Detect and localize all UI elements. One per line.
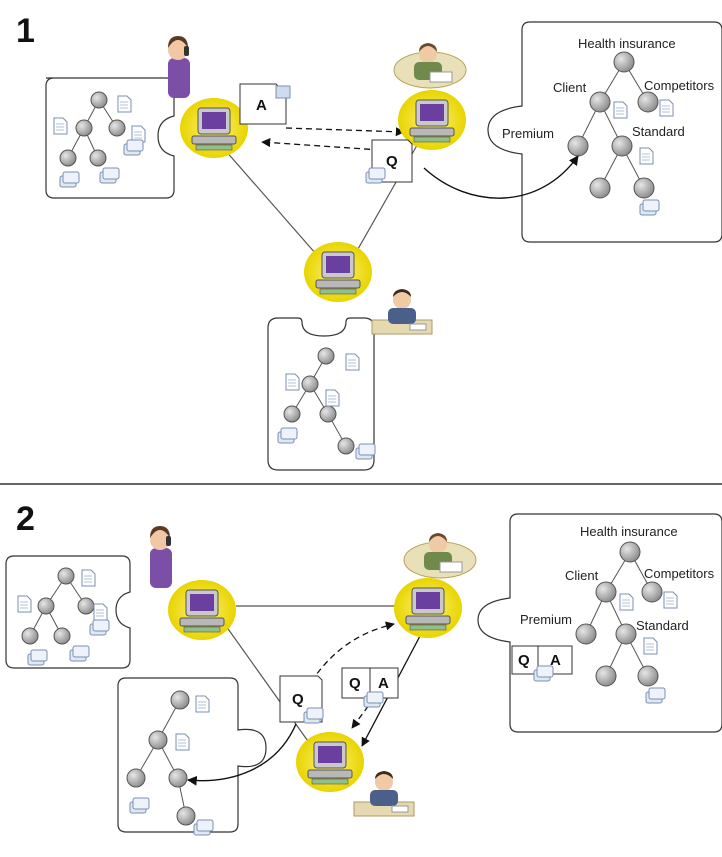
- panel-2-computer-right-icon: [393, 577, 463, 639]
- panel-1-left-tree: [53, 91, 146, 188]
- panel-1-question-arrow: [261, 138, 381, 151]
- panel-1-man-icon: [393, 42, 467, 89]
- panel-1-bottom-tree: [277, 347, 376, 460]
- panel-2-store-arrow: [187, 723, 297, 786]
- panel-1-bottom-knowledge-box: [267, 317, 375, 471]
- panel-2-right-tree: [575, 541, 678, 704]
- panel-2-stored-a-letter: A: [550, 652, 561, 669]
- panel-1-thinker-icon: [371, 288, 433, 335]
- panel-1-number: 1: [16, 12, 35, 50]
- panel-2-bottom-knowledge-box: [117, 677, 267, 833]
- panel-1-computer-bottom-icon: [303, 241, 373, 303]
- panel-2-left-tree: [17, 567, 110, 666]
- panel-1-lookup-arrow: [423, 155, 579, 199]
- panel-2-man-icon: [403, 532, 477, 579]
- panel-2-label-standard: Standard: [636, 618, 689, 633]
- panel-1-answer-document: A: [239, 83, 291, 125]
- panel-1-answer-arrow: [285, 127, 405, 137]
- panel-1-label-client: Client: [553, 80, 587, 95]
- panel-2-label-competitors: Competitors: [644, 566, 715, 581]
- panel-2-pair-q-letter: Q: [349, 675, 361, 692]
- panel-1-answer-letter: A: [256, 97, 267, 114]
- panel-1-computer-left-icon: [179, 97, 249, 159]
- panel-1-right-tree: [567, 51, 674, 216]
- panel-1-label-premium: Premium: [502, 126, 554, 141]
- panel-1-woman-icon: [168, 36, 190, 98]
- panel-1-label-competitors: Competitors: [644, 78, 715, 93]
- panel-2-question-letter: Q: [292, 691, 304, 708]
- panel-2-woman-icon: [150, 526, 172, 588]
- panel-1-question-letter: Q: [386, 153, 398, 170]
- panel-2-qa-pair-document: Q A: [341, 667, 399, 708]
- panel-2-thinker-icon: [353, 770, 415, 817]
- panel-2-pair-a-letter: A: [378, 675, 389, 692]
- panel-2-label-premium: Premium: [520, 612, 572, 627]
- panel-1-label-health-insurance: Health insurance: [578, 36, 676, 51]
- panel-2-label-health-insurance: Health insurance: [580, 524, 678, 539]
- panel-1-link-left-bottom: [224, 149, 317, 255]
- panel-2-label-client: Client: [565, 568, 599, 583]
- panel-2-stored-q-letter: Q: [518, 652, 530, 669]
- panel-1-question-document: Q: [365, 139, 413, 184]
- panel-2-bottom-tree: [126, 690, 214, 836]
- panel-2-computer-bottom-icon: [295, 731, 365, 793]
- panel-1-label-standard: Standard: [632, 124, 685, 139]
- panel-2-computer-left-icon: [167, 579, 237, 641]
- panel-2-question-document: Q: [279, 675, 324, 724]
- panel-2-number: 2: [16, 500, 35, 538]
- panel-2-stored-qa-document: Q A: [511, 645, 573, 682]
